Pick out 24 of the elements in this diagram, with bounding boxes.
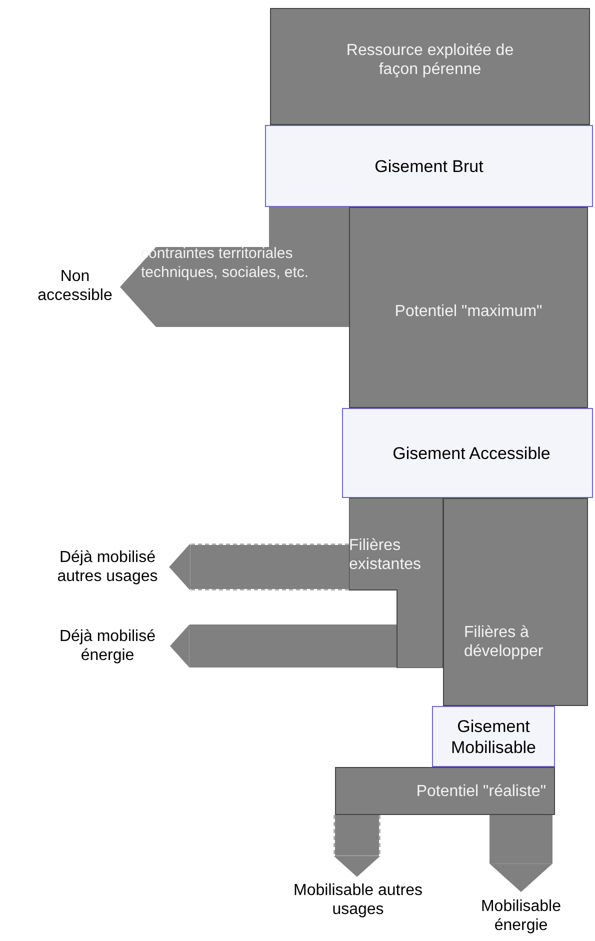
stage-box (342, 408, 593, 498)
flow-band (335, 767, 555, 815)
band-text: Potentiel "réaliste" (416, 782, 546, 800)
flow-arrow (169, 544, 349, 590)
band-text: Potentiel "maximum" (394, 302, 542, 321)
band-text: Filières existantes (349, 536, 422, 574)
outcome-label: Non accessible (30, 267, 120, 305)
stage-title: Gisement Brut (374, 156, 484, 176)
flow-arrow (334, 815, 380, 877)
flow-band (349, 498, 443, 668)
flow-arrow (490, 815, 552, 892)
stage-title: Gisement Accessible (392, 442, 550, 464)
stage-title: Gisement Mobilisable (450, 716, 538, 758)
outcome-label: Déjà mobilisé énergie (45, 627, 170, 665)
outcome-label: Mobilisable énergie (468, 897, 574, 935)
flow-band (349, 207, 588, 408)
stage-box (265, 125, 593, 207)
band-text: Filières à développer (464, 623, 544, 661)
flow-band (443, 498, 588, 706)
stage-box (432, 706, 555, 767)
outcome-label: Déjà mobilisé autres usages (45, 548, 170, 586)
flow-band (270, 8, 590, 125)
band-text: Ressource exploitée de façon pérenne (345, 41, 515, 79)
outcome-label: Mobilisable autres usages (293, 881, 423, 919)
